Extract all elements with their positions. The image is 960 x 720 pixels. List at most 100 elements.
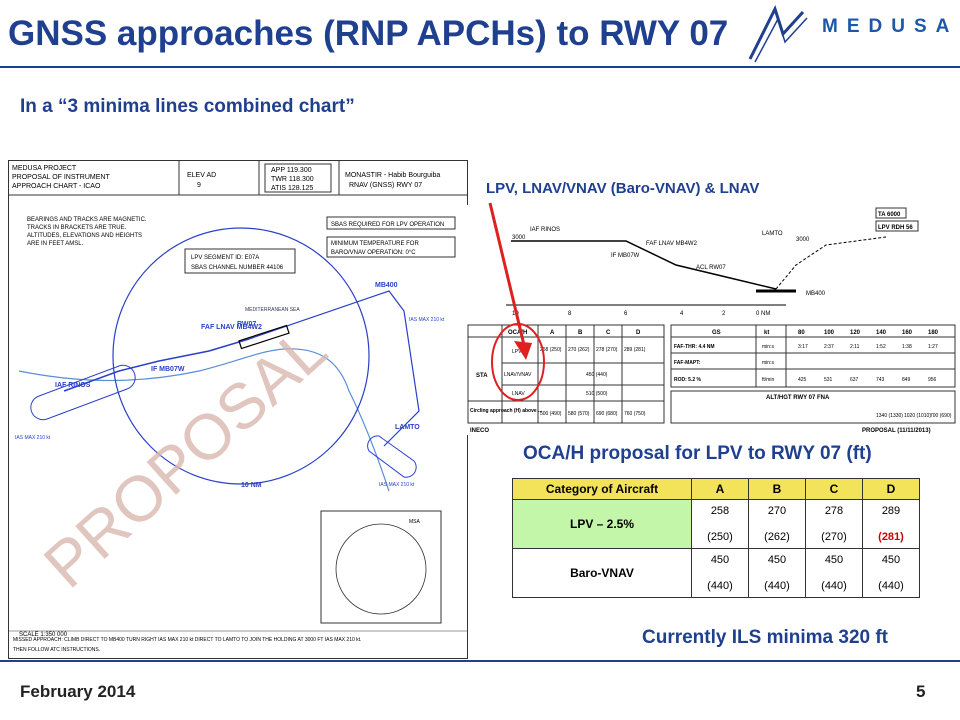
- minima-table: Category of Aircraft A B C D LPV – 2.5% …: [512, 478, 920, 598]
- waypoint-if-mb07w: IF MB07W: [151, 366, 185, 373]
- header-b: B: [748, 478, 806, 500]
- gs-r0-4: 2:11: [850, 344, 860, 350]
- gs-r2-6: 849: [902, 377, 911, 383]
- gs-r1-0: FAF-MAPT:: [674, 360, 701, 366]
- oca-circling-a: 500 (490): [540, 411, 562, 417]
- highlight-arrow-icon: [488, 202, 532, 360]
- gs-r2-0: ROD: 5.2 %: [674, 377, 702, 383]
- gs-r2-4: 637: [850, 377, 859, 383]
- ocah-title: OCA/H proposal for LPV to RWY 07 (ft): [523, 443, 872, 464]
- missed-approach-line-2: THEN FOLLOW ATC INSTRUCTIONS.: [13, 647, 100, 653]
- ias-label-2: IAS MAX 210 kt: [409, 317, 445, 323]
- airport-name: MONASTIR - Habib Bourguiba: [345, 172, 440, 179]
- gs-h-3: 100: [824, 330, 835, 336]
- cell-baro-c: 450(440): [805, 548, 863, 598]
- scale-label: SCALE 1:350 000: [19, 632, 68, 638]
- profile-chart-graphic: TA 6000 LPV RDH 56 3000 3000 IAF RINOS I…: [467, 207, 956, 434]
- cell-baro-a: 450(440): [691, 548, 749, 598]
- oca-col-b: B: [578, 330, 583, 336]
- minima-header-row: Category of Aircraft A B C D: [512, 478, 920, 500]
- oca-row-lnav-label: LNAV: [512, 391, 525, 397]
- oca-col-a: A: [550, 330, 555, 336]
- oca-row-lpv-label: LPV: [512, 349, 522, 355]
- profile-wp-mb400: MB400: [806, 291, 826, 297]
- oca-col-d: D: [636, 330, 641, 336]
- alt-hgt-3: 700 (690): [930, 413, 952, 419]
- note-line-1: BEARINGS AND TRACKS ARE MAGNETIC.: [27, 217, 147, 223]
- gs-r2-3: 531: [824, 377, 833, 383]
- oca-lpv-b: 270 (262): [568, 347, 590, 353]
- sbas-note: SBAS REQUIRED FOR LPV OPERATION: [331, 222, 444, 228]
- gs-h-7: 180: [928, 330, 939, 336]
- oca-lpv-c: 278 (270): [596, 347, 618, 353]
- cell-lpv-d: 289(281): [862, 499, 920, 549]
- procedure-name: RNAV (GNSS) RWY 07: [349, 182, 422, 189]
- ias-label-3: IAS MAX 210 kt: [379, 482, 415, 488]
- gs-r0-0: FAF-THR: 4.4 NM: [674, 344, 715, 350]
- table-row: LPV – 2.5% 258(250) 270(262) 278(270) 28…: [512, 499, 920, 549]
- alt-hgt-1: 1340 (1330): [876, 413, 903, 419]
- gs-r0-2: 3:17: [798, 344, 808, 350]
- rdh-box: LPV RDH 56: [878, 225, 913, 231]
- table-row: Baro-VNAV 450(440) 450(440) 450(440) 450…: [512, 548, 920, 598]
- cell-baro-b: 450(440): [748, 548, 806, 598]
- medusa-logo-mark-icon: [748, 5, 808, 63]
- ta-box: TA 6000: [878, 212, 901, 218]
- gs-h-5: 140: [876, 330, 887, 336]
- msa-label: MSA: [409, 519, 421, 525]
- dist-4: 4: [680, 311, 684, 317]
- oca-h-header: OCA/H: [508, 330, 527, 336]
- profile-wp-mb07w: IF MB07W: [611, 253, 640, 259]
- min-temp-line-2: BARO/VNAV OPERATION: 0°C: [331, 250, 416, 256]
- dist-8: 8: [568, 311, 572, 317]
- dist-0: 0 NM: [756, 311, 770, 317]
- oca-lpv-d: 289 (281): [624, 347, 646, 353]
- chart-header-line-1: MEDUSA PROJECT: [12, 165, 77, 172]
- freq-atis: ATIS 128.125: [271, 185, 313, 192]
- header-rule: [0, 66, 960, 68]
- profile-chart: TA 6000 LPV RDH 56 3000 3000 IAF RINOS I…: [466, 205, 958, 435]
- gs-r0-6: 1:38: [902, 344, 912, 350]
- alt-hgt-title: ALT/HGT RWY 07 FNA: [766, 395, 830, 401]
- gs-h-2: 80: [798, 330, 805, 336]
- note-line-2: TRACKS IN BRACKETS ARE TRUE.: [27, 225, 127, 231]
- gs-r2-1: ft/min: [762, 377, 774, 383]
- sta-label: STA: [476, 373, 488, 379]
- freq-app: APP 119.300: [271, 167, 312, 174]
- oca-lnav-value: 510 (500): [586, 391, 608, 397]
- oca-row-lnavvnav-label: LNAV/VNAV: [504, 372, 532, 378]
- gs-r0-5: 1:52: [876, 344, 886, 350]
- gs-r2-7: 956: [928, 377, 937, 383]
- profile-wp-rinos: IAF RINOS: [530, 227, 560, 233]
- ils-note: Currently ILS minima 320 ft: [642, 627, 889, 648]
- gs-h-6: 160: [902, 330, 913, 336]
- oca-circling-b: 580 (570): [568, 411, 590, 417]
- footer-rule: [0, 660, 960, 662]
- footer-date: February 2014: [20, 682, 136, 701]
- header-a: A: [691, 478, 749, 500]
- dist-6: 6: [624, 311, 628, 317]
- oca-row-circling-label: Circling approach (H) above ...: [470, 408, 543, 414]
- page-title: GNSS approaches (RNP APCHs) to RWY 07: [8, 14, 729, 53]
- gs-r1-1: min:s: [762, 360, 774, 366]
- approach-chart-graphic: MEDUSA PROJECT PROPOSAL OF INSTRUMENT AP…: [9, 161, 467, 653]
- profile-label: LPV, LNAV/VNAV (Baro-VNAV) & LNAV: [486, 180, 760, 197]
- gs-r0-3: 2:37: [824, 344, 834, 350]
- gs-h-0: GS: [712, 330, 721, 336]
- subtitle: In a “3 minima lines combined chart”: [20, 96, 355, 117]
- cell-lpv-b: 270(262): [748, 499, 806, 549]
- cell-baro-d: 450(440): [862, 548, 920, 598]
- cell-lpv-a: 258(250): [691, 499, 749, 549]
- profile-wp-lamto: LAMTO: [762, 231, 783, 237]
- oca-circling-d: 760 (750): [624, 411, 646, 417]
- gs-r2-2: 425: [798, 377, 807, 383]
- missed-approach-line-1: MISSED APPROACH: CLIMB DIRECT TO MB400 T…: [13, 637, 361, 643]
- note-line-4: ARE IN FEET AMSL.: [27, 241, 84, 247]
- profile-footer-right: PROPOSAL (11/11/2013): [862, 428, 931, 434]
- approach-chart: MEDUSA PROJECT PROPOSAL OF INSTRUMENT AP…: [8, 160, 468, 659]
- category-baro-vnav: Baro-VNAV: [512, 548, 692, 598]
- lpv-segment-line-1: LPV SEGMENT ID: E07A: [191, 255, 259, 261]
- chart-header-line-2: PROPOSAL OF INSTRUMENT: [12, 174, 110, 181]
- profile-alt-2: 3000: [796, 237, 810, 243]
- elev-label: ELEV AD: [187, 172, 216, 179]
